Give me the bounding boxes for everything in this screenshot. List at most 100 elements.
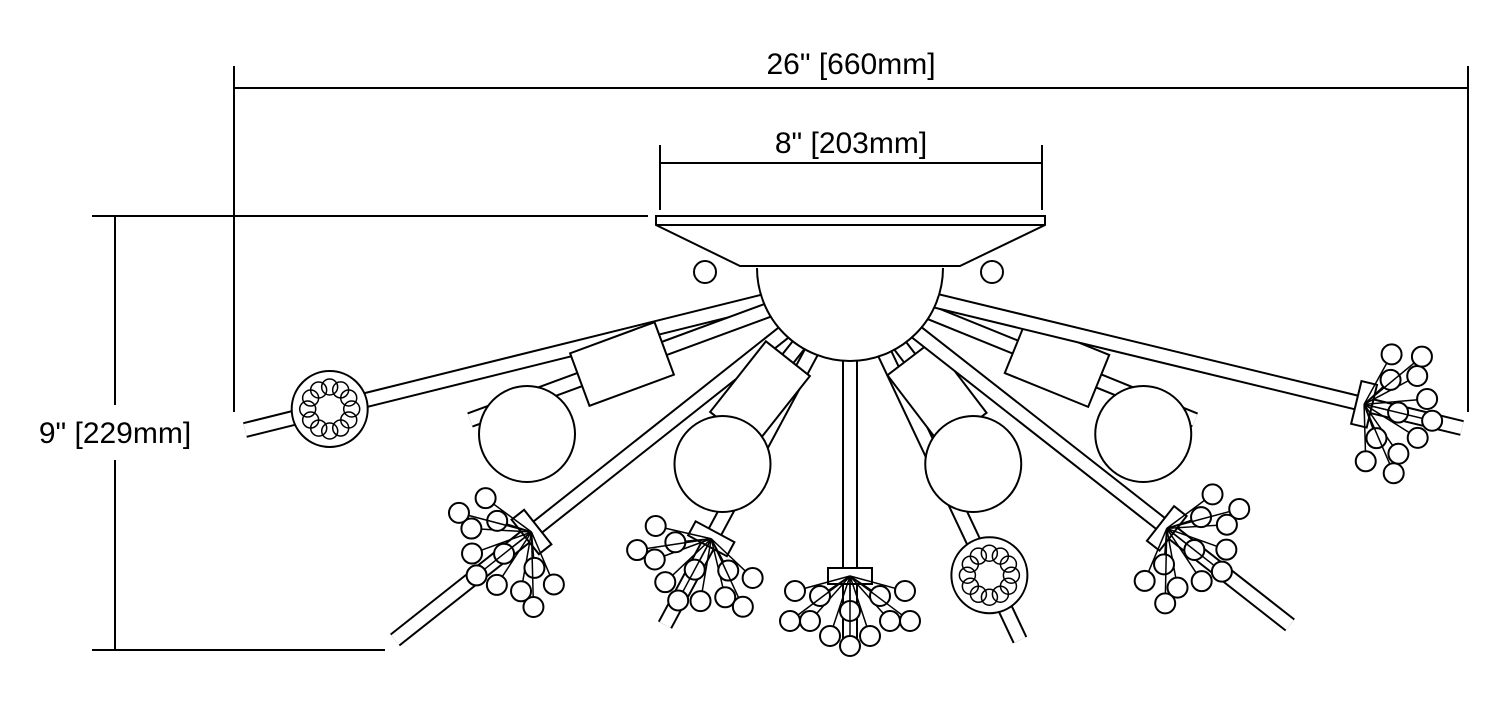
crystal-bead xyxy=(784,580,806,602)
crystal-ball xyxy=(950,536,1029,615)
crystal-bead xyxy=(522,595,545,618)
crystal-wire xyxy=(1363,356,1423,405)
crystal-bead xyxy=(1154,592,1177,615)
crystal-bead xyxy=(1153,553,1176,576)
crystal-bead xyxy=(1410,345,1433,368)
crystal-bead xyxy=(485,573,508,596)
crystal-bead xyxy=(1215,513,1238,536)
crystal-bead xyxy=(714,586,737,609)
label-background xyxy=(20,410,210,455)
crystal-bead xyxy=(1406,365,1429,388)
crystal-wire xyxy=(1363,404,1395,474)
crystal-bead xyxy=(1387,442,1410,465)
crystal-bead xyxy=(465,564,488,587)
dimension-canopy-width xyxy=(659,145,1043,210)
crystal-wire xyxy=(476,531,532,577)
arm-cluster xyxy=(848,272,1464,485)
crystal-wire xyxy=(849,575,911,622)
crystal-bead xyxy=(819,625,841,647)
facet xyxy=(961,577,980,595)
dimension-overall-width xyxy=(233,66,1469,412)
crystal-bead xyxy=(447,501,470,524)
crystal-bead xyxy=(899,610,921,632)
facet xyxy=(980,544,999,562)
crystal-wire xyxy=(710,538,744,608)
facet xyxy=(320,422,339,440)
crystal-bead xyxy=(510,580,533,603)
crystal-wire xyxy=(458,512,532,533)
facet xyxy=(969,547,988,565)
canopy-screw xyxy=(693,260,717,284)
crystal-bead xyxy=(894,580,916,602)
crystal-bead xyxy=(460,517,483,540)
crystal-bead xyxy=(644,514,667,537)
crystal-wire xyxy=(530,531,535,607)
crystal-bead xyxy=(1416,387,1439,410)
crystal-bead xyxy=(717,559,740,582)
crystal-wire xyxy=(1166,508,1240,530)
crystal-bead xyxy=(1210,560,1233,583)
fixture-canopy xyxy=(655,215,1046,362)
canopy-width-label: 8" [203mm] xyxy=(775,127,927,160)
crystal-wire xyxy=(636,538,712,551)
crystal-bead xyxy=(474,487,497,510)
edison-bulb xyxy=(673,415,772,513)
center-dome xyxy=(756,267,944,362)
facet xyxy=(991,585,1010,603)
crystal-wire xyxy=(677,538,712,601)
facet xyxy=(309,381,328,399)
crystal-bead xyxy=(859,625,881,647)
facet xyxy=(342,400,361,418)
crystal-bead xyxy=(654,571,677,594)
crystal-wire xyxy=(1166,527,1223,573)
crystal-bead xyxy=(664,531,687,554)
crystal-bead xyxy=(1215,538,1238,561)
crystal-bead xyxy=(839,635,861,657)
arm-ball xyxy=(243,272,852,448)
facet xyxy=(331,419,350,437)
crystal-bead xyxy=(1421,409,1444,432)
crystal-ball xyxy=(290,370,369,448)
crystal-bead xyxy=(879,610,901,632)
crystal-bead xyxy=(523,556,546,579)
crystal-bead xyxy=(809,585,831,607)
crystal-bead xyxy=(1379,368,1402,391)
crystal-bead xyxy=(1228,497,1251,520)
arm-cluster xyxy=(390,273,855,647)
facet xyxy=(980,588,999,606)
edison-bulb xyxy=(1094,385,1193,483)
crystal-bead xyxy=(1201,483,1224,506)
crystal-bead xyxy=(626,539,649,562)
crystal-bead xyxy=(869,585,891,607)
crystal-bead xyxy=(643,548,666,571)
canopy-screw xyxy=(980,260,1004,284)
crystal-bead xyxy=(542,573,565,596)
crystal-bead xyxy=(799,610,821,632)
crystal-bead xyxy=(731,595,754,618)
crystal-bead xyxy=(779,610,801,632)
crystal-bead xyxy=(1133,569,1156,592)
canopy-plate xyxy=(655,215,1046,267)
crystal-bead xyxy=(1365,427,1388,450)
socket xyxy=(568,320,676,408)
crystal-bead xyxy=(667,589,690,612)
facet xyxy=(301,411,320,429)
crystal-bead xyxy=(1354,450,1377,473)
facet xyxy=(1002,566,1021,584)
edison-bulb xyxy=(924,415,1023,513)
crystal-bead xyxy=(1166,576,1189,599)
crystal-bead xyxy=(461,542,484,565)
crystal-bead xyxy=(1190,570,1213,593)
crystal-bead xyxy=(1380,343,1403,366)
overall-height-label: 9" [229mm] xyxy=(39,417,191,450)
edison-bulb xyxy=(478,385,576,483)
crystal-bead xyxy=(689,590,712,613)
facet xyxy=(958,566,977,584)
crystal-bead xyxy=(1382,462,1405,485)
crystal-wire xyxy=(1363,403,1433,422)
crystal-bead xyxy=(741,566,764,589)
dimension-overall-height xyxy=(92,215,648,651)
overall-width-label: 26" [660mm] xyxy=(766,48,935,81)
